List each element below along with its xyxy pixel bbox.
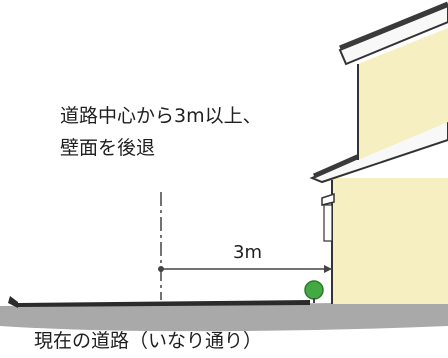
window [323,204,333,242]
setback-note-line1: 道路中心から3m以上、 [60,105,262,127]
road-curb [8,296,18,308]
upper-wall [358,28,448,160]
window-hood [321,192,335,206]
dimension-arrow-icon [324,265,332,273]
dimension-start-dot [158,266,164,272]
setback-note-line2: 壁面を後退 [60,137,156,159]
road-surface [18,300,310,307]
dimension-label: 3m [233,242,262,263]
upper-roof-band [339,1,448,51]
road-caption: 現在の道路（いなり通り） [34,330,263,352]
ground [0,302,448,332]
shrub-stem [313,298,315,303]
shrub [304,280,324,300]
house-wall [332,178,448,304]
